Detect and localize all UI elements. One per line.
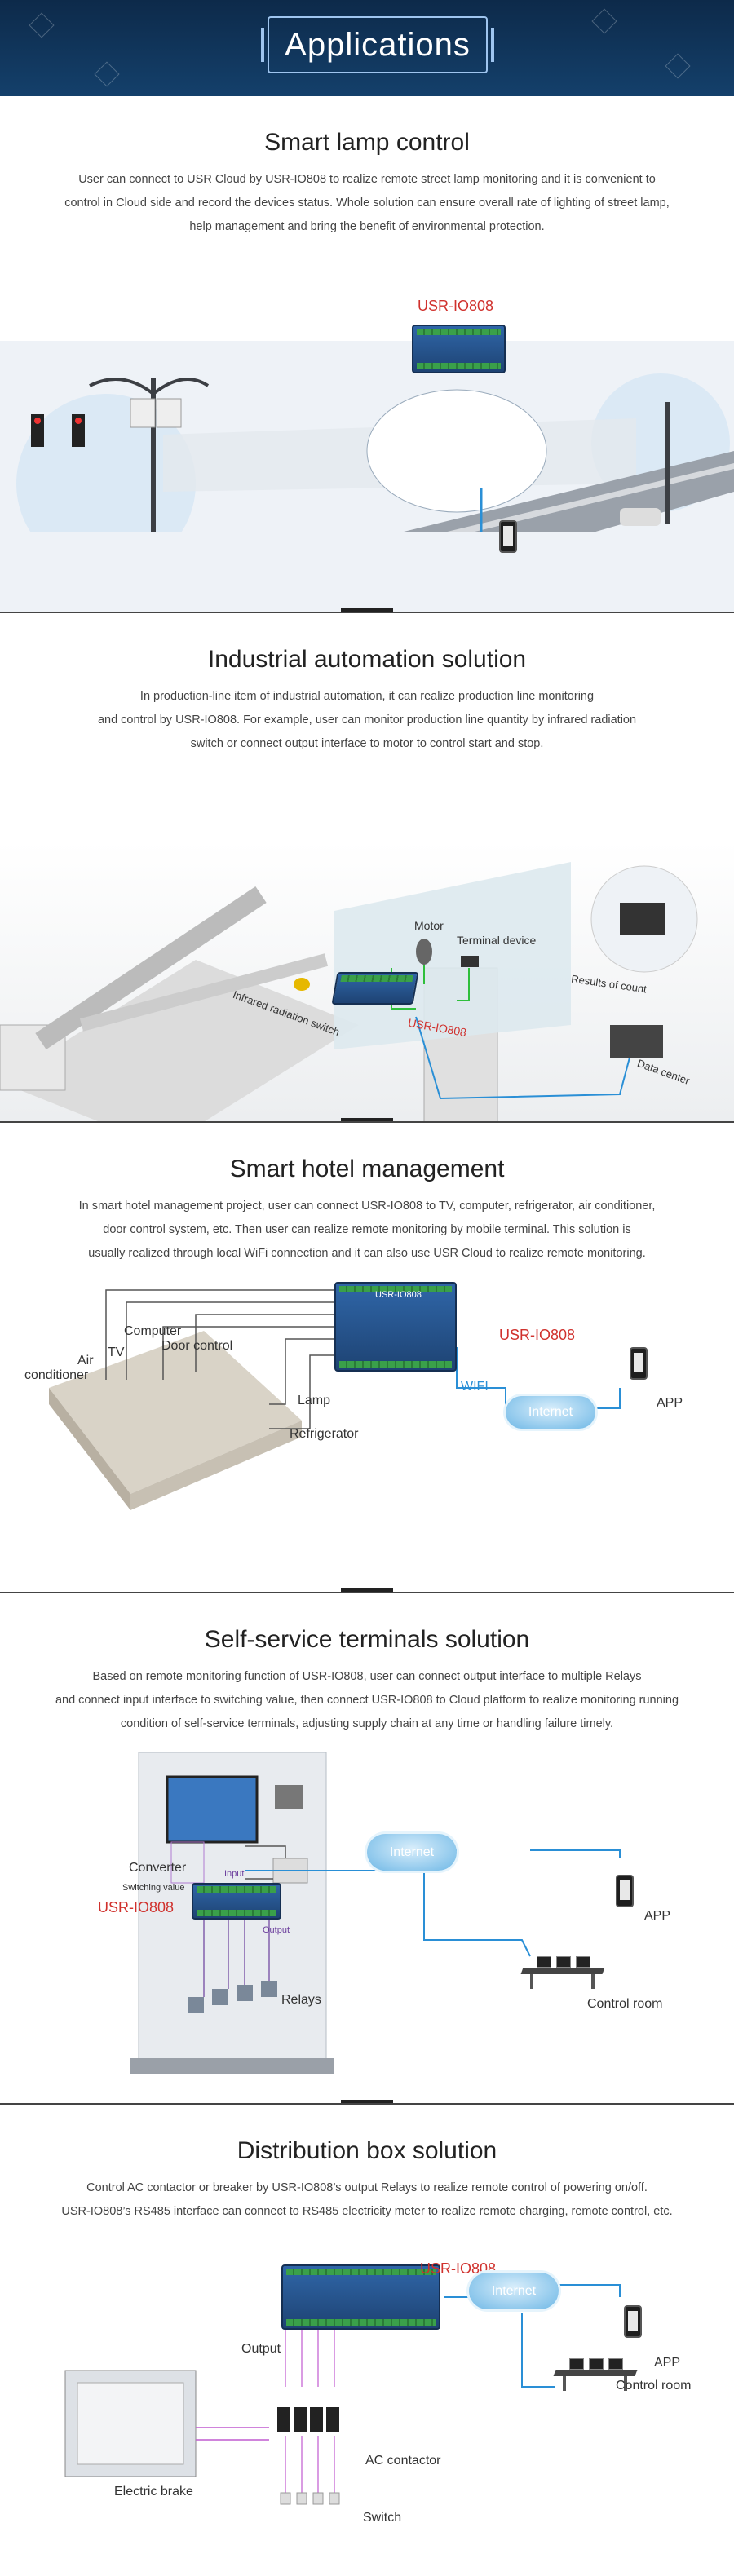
banner-title-frame: Applications bbox=[261, 16, 494, 73]
computer-label: Computer bbox=[124, 1324, 182, 1338]
distribution-scene: USR-IO808 Output Internet APP Control ro… bbox=[0, 2224, 734, 2566]
description-line: control in Cloud side and record the dev… bbox=[64, 197, 670, 210]
motor-label: Motor bbox=[414, 919, 444, 932]
device-label: USR-IO808 bbox=[420, 2260, 497, 2277]
section-industrial-automation: Industrial automation solution In produc… bbox=[0, 613, 734, 1123]
section-description: User can connect to USR Cloud by USR-IO8… bbox=[0, 157, 734, 239]
terminal-scene: Converter Switching value Input USR-IO80… bbox=[0, 1736, 734, 2103]
section-title: Industrial automation solution bbox=[207, 646, 527, 673]
air-label: Air bbox=[77, 1354, 94, 1368]
switch-label: Switch bbox=[363, 2511, 402, 2525]
ac-contactor-label: AC contactor bbox=[365, 2454, 441, 2468]
section-divider bbox=[341, 2100, 393, 2103]
conditioner-label: conditioner bbox=[24, 1368, 89, 1382]
kiosk-illustration bbox=[130, 1752, 621, 2074]
usr-io808-device bbox=[281, 2264, 440, 2330]
description-line: In production-line item of industrial au… bbox=[139, 690, 595, 703]
distribution-illustration bbox=[64, 2284, 621, 2505]
banner-title: Applications bbox=[285, 26, 471, 63]
phone-icon bbox=[499, 520, 517, 553]
internet-cloud-icon: Internet bbox=[367, 1834, 457, 1871]
device-label: USR-IO808 bbox=[418, 298, 494, 314]
description-line: USR-IO808’s RS485 interface can connect … bbox=[61, 2205, 673, 2218]
lamp-label: Lamp bbox=[298, 1394, 331, 1407]
section-title: Smart lamp control bbox=[264, 129, 470, 156]
wifi-label: WIFI bbox=[461, 1380, 489, 1394]
description-line: User can connect to USR Cloud by USR-IO8… bbox=[78, 173, 656, 186]
usr-io808-device bbox=[192, 1883, 281, 1920]
input-label: Input bbox=[224, 1869, 245, 1879]
section-distribution-box: Distribution box solution Control AC con… bbox=[0, 2105, 734, 2576]
description-line: usually realized through local WiFi conn… bbox=[88, 1247, 646, 1260]
app-label: APP bbox=[644, 1909, 671, 1923]
output-label: Output bbox=[241, 2342, 281, 2356]
section-title: Distribution box solution bbox=[237, 2137, 497, 2164]
section-smart-hotel: Smart hotel management In smart hotel ma… bbox=[0, 1123, 734, 1593]
internet-label: Internet bbox=[389, 1845, 435, 1859]
description-line: Based on remote monitoring function of U… bbox=[92, 1670, 642, 1683]
switching-value-label: Switching value bbox=[122, 1883, 185, 1893]
description-line: door control system, etc. Then user can … bbox=[103, 1223, 631, 1236]
relays-label: Relays bbox=[281, 1993, 321, 2007]
factory-illustration bbox=[0, 862, 698, 1121]
description-line: help management and bring the benefit of… bbox=[189, 220, 545, 233]
description-line: condition of self-service terminals, adj… bbox=[120, 1717, 614, 1730]
panel-title: USR-IO808 bbox=[375, 1290, 422, 1300]
description-line: In smart hotel management project, user … bbox=[78, 1200, 656, 1213]
control-room-icon bbox=[553, 2358, 638, 2391]
phone-icon bbox=[630, 1347, 648, 1380]
section-self-service: Self-service terminals solution Based on… bbox=[0, 1593, 734, 2105]
production-line-scene: Motor Terminal device Results of count I… bbox=[0, 756, 734, 1121]
usr-io808-device bbox=[412, 325, 506, 373]
internet-label: Internet bbox=[528, 1405, 573, 1419]
usr-io808-device bbox=[331, 972, 419, 1005]
section-divider bbox=[341, 1588, 393, 1592]
device-label: USR-IO808 bbox=[499, 1327, 576, 1343]
tv-label: TV bbox=[108, 1345, 125, 1359]
converter-label: Converter bbox=[129, 1861, 187, 1875]
electric-brake-label: Electric brake bbox=[114, 2485, 193, 2499]
terminal-device-label: Terminal device bbox=[457, 934, 537, 947]
section-divider bbox=[341, 608, 393, 612]
applications-banner: Applications bbox=[0, 0, 734, 96]
section-title: Self-service terminals solution bbox=[204, 1626, 530, 1653]
section-description: In production-line item of industrial au… bbox=[0, 674, 734, 756]
door-control-label: Door control bbox=[161, 1339, 233, 1353]
street-illustration bbox=[16, 373, 734, 532]
description-line: switch or connect output interface to mo… bbox=[190, 737, 544, 750]
hotel-illustration bbox=[49, 1289, 621, 1510]
internet-cloud-icon: Internet bbox=[506, 1396, 595, 1429]
section-description: Based on remote monitoring function of U… bbox=[0, 1654, 734, 1736]
control-room-label: Control room bbox=[616, 2379, 692, 2393]
description-line: and control by USR-IO808. For example, u… bbox=[97, 714, 637, 727]
internet-cloud-icon: Internet bbox=[469, 2273, 559, 2309]
app-label: APP bbox=[657, 1396, 683, 1410]
control-room-icon bbox=[520, 1956, 605, 1989]
section-smart-lamp: Smart lamp control User can connect to U… bbox=[0, 96, 734, 613]
section-description: In smart hotel management project, user … bbox=[0, 1183, 734, 1266]
description-line: Control AC contactor or breaker by USR-I… bbox=[86, 2181, 648, 2194]
usr-io808-device bbox=[334, 1282, 457, 1372]
device-label: USR-IO808 bbox=[98, 1899, 175, 1915]
control-room-label: Control room bbox=[587, 1997, 663, 2011]
refrigerator-label: Refrigerator bbox=[290, 1427, 359, 1441]
internet-label: Internet bbox=[491, 2283, 537, 2298]
hotel-scene: USR-IO808 USR-IO808 Computer Door contro… bbox=[0, 1266, 734, 1592]
street-lamp-scene: USR-IO808 bbox=[0, 239, 734, 612]
output-label: Output bbox=[263, 1925, 290, 1935]
section-divider bbox=[341, 1118, 393, 1121]
description-line: and connect input interface to switching… bbox=[55, 1694, 679, 1707]
section-title: Smart hotel management bbox=[229, 1155, 505, 1182]
section-description: Control AC contactor or breaker by USR-I… bbox=[0, 2165, 734, 2224]
app-label: APP bbox=[654, 2356, 681, 2370]
phone-icon bbox=[624, 2305, 642, 2338]
phone-icon bbox=[616, 1875, 634, 1907]
